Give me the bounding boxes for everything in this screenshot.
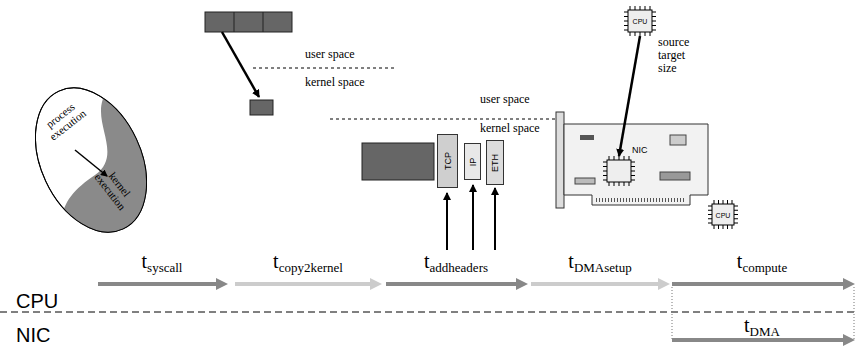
- overlap-box: [854, 287, 855, 340]
- nic-card: [556, 112, 708, 208]
- time-arrow: [386, 282, 518, 286]
- time-label: taddheaders: [424, 250, 488, 279]
- space-label: kernel space: [305, 76, 365, 89]
- time-subscript: compute: [742, 260, 787, 275]
- header-arrow: [446, 193, 448, 250]
- header-label: ETH: [490, 154, 500, 172]
- cpu-nic-divider: [0, 312, 857, 313]
- chip-label: CPU: [633, 18, 648, 25]
- yin-yang-outline: [35, 80, 147, 240]
- header-arrow: [472, 185, 474, 250]
- header-label: IP: [468, 157, 478, 166]
- space-divider: [330, 119, 560, 120]
- time-subscript: DMAsetup: [574, 260, 632, 275]
- time-arrow: [672, 282, 845, 286]
- time-subscript: syscall: [147, 260, 182, 275]
- nic-chip: NIC: [607, 160, 631, 182]
- space-label: kernel space: [480, 122, 540, 135]
- space-label: user space: [305, 48, 355, 61]
- payload-block: [362, 143, 434, 180]
- time-symbol: t: [568, 250, 574, 272]
- time-label: tcopy2kernel: [273, 250, 343, 279]
- time-label: tDMA: [744, 314, 780, 343]
- cpu-chip: CPU: [712, 204, 734, 225]
- time-subscript: addheaders: [430, 260, 488, 275]
- nic-label: NIC: [632, 145, 648, 155]
- row-label: CPU: [16, 290, 58, 312]
- time-symbol: t: [273, 250, 279, 272]
- dma-params: source target size: [658, 36, 700, 76]
- space-divider: [253, 68, 395, 69]
- time-symbol: t: [424, 250, 430, 272]
- chip-label: CPU: [716, 211, 731, 218]
- time-symbol: t: [142, 250, 148, 272]
- time-label: tDMAsetup: [568, 250, 631, 279]
- header-box: ETH: [486, 140, 504, 185]
- time-label: tcompute: [737, 250, 787, 279]
- time-arrow: [531, 282, 660, 286]
- time-subscript: DMA: [750, 324, 780, 339]
- row-label: NIC: [16, 324, 50, 346]
- chip-outline: [603, 156, 635, 186]
- time-arrow: [235, 282, 372, 286]
- time-label: tsyscall: [142, 250, 183, 279]
- header-box: TCP: [437, 134, 458, 188]
- cpu-chip: CPU: [628, 10, 652, 32]
- time-symbol: t: [737, 250, 743, 272]
- header-arrow: [494, 188, 496, 250]
- execution-circle: process executionkernel execution: [35, 80, 147, 240]
- command-arrow: [619, 36, 640, 156]
- kernel-buffer: [250, 100, 273, 115]
- header-box: IP: [464, 143, 481, 180]
- copy-arrow: [222, 32, 259, 97]
- overlap-box: [672, 287, 673, 340]
- time-subscript: copy2kernel: [279, 260, 343, 275]
- time-arrow: [98, 282, 218, 286]
- user-buffer: [205, 12, 292, 32]
- space-label: user space: [480, 93, 530, 106]
- time-symbol: t: [744, 314, 750, 336]
- header-label: TCP: [443, 152, 453, 170]
